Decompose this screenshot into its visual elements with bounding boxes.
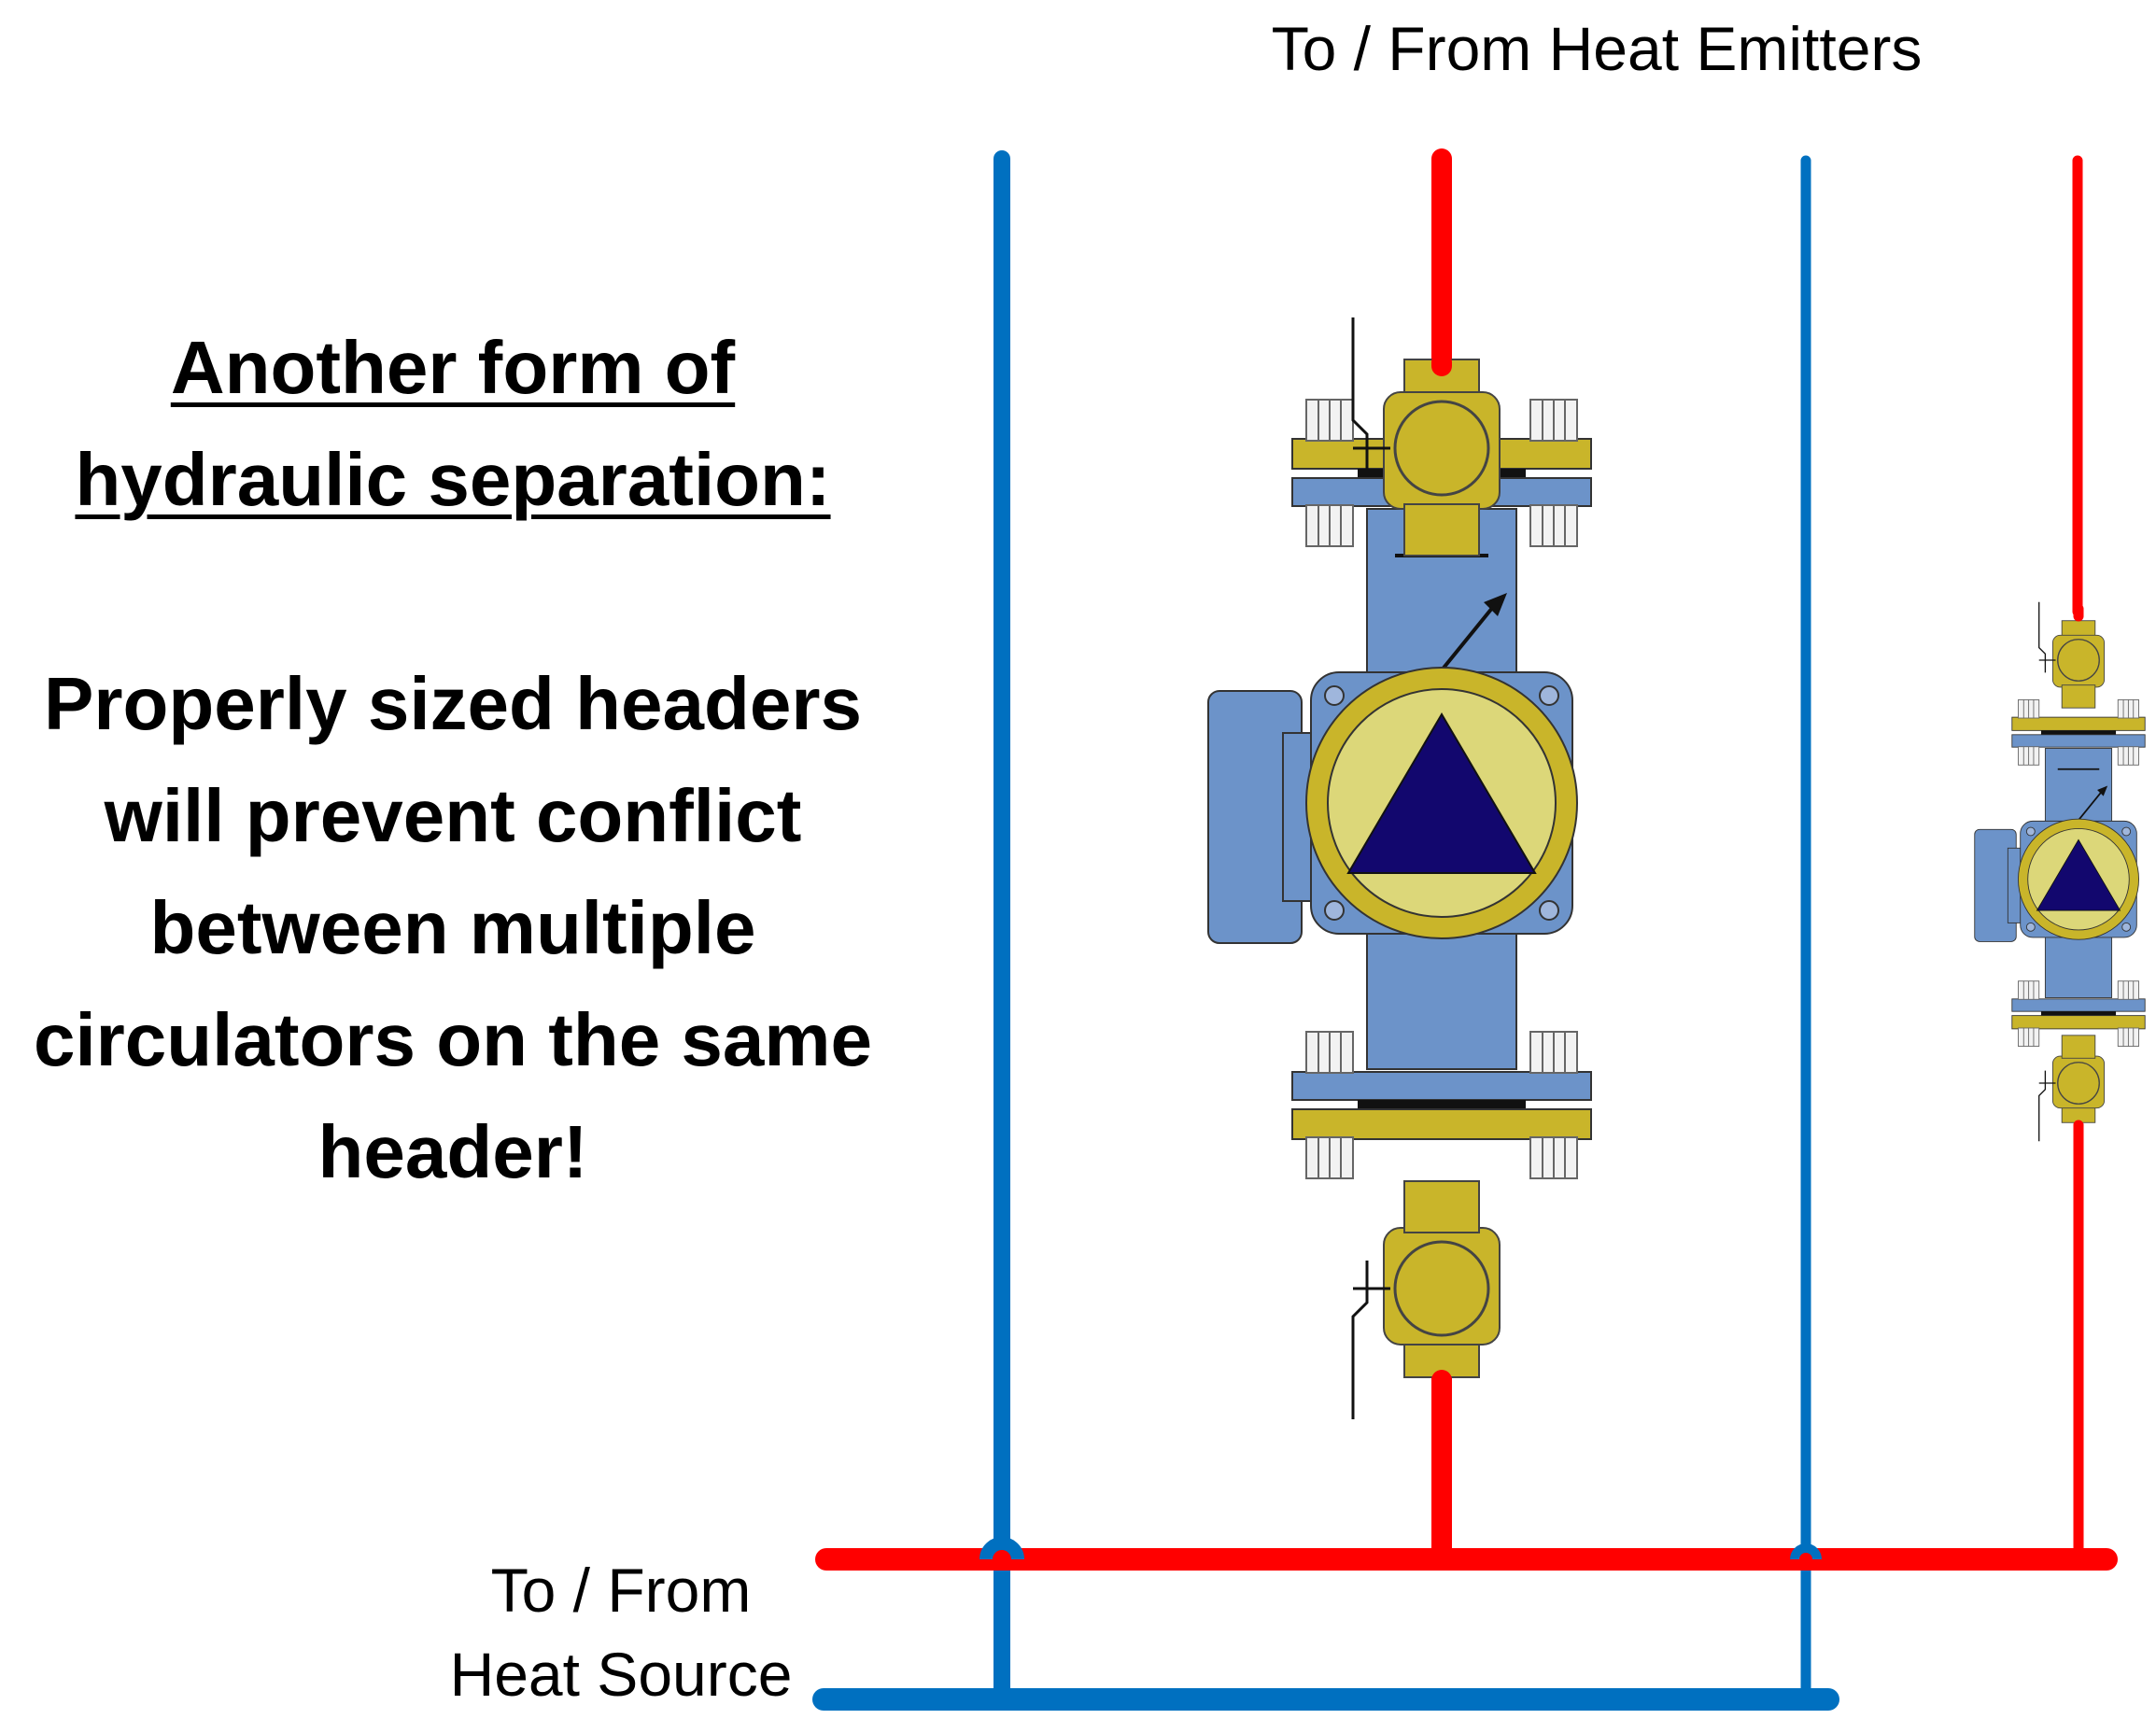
return-header	[812, 150, 1839, 1711]
body-text-line-5: header!	[317, 1110, 588, 1193]
heat-emitters-label: To / From Heat Emitters	[1271, 14, 1923, 83]
title-line-1: Another form of	[170, 326, 736, 409]
isolation-valve-icon	[2038, 601, 2106, 709]
isolation-valve-icon	[1351, 1179, 1501, 1421]
circulator-pump-icon	[1208, 400, 1591, 1178]
body-text-line-1: Properly sized headers	[44, 662, 862, 745]
supply-header	[815, 1120, 2118, 1571]
heat-source-label-line-2: Heat Source	[449, 1640, 793, 1709]
heat-source-label-line-1: To / From	[490, 1556, 752, 1625]
circulator-pump-icon	[1975, 699, 2145, 1046]
body-text-line-3: between multiple	[149, 886, 756, 969]
title-line-2: hydraulic separation:	[75, 438, 831, 521]
isolation-valve-icon	[2038, 1035, 2106, 1142]
body-text-line-4: circulators on the same	[33, 998, 873, 1081]
body-text-line-2: will prevent conflict	[104, 774, 802, 857]
